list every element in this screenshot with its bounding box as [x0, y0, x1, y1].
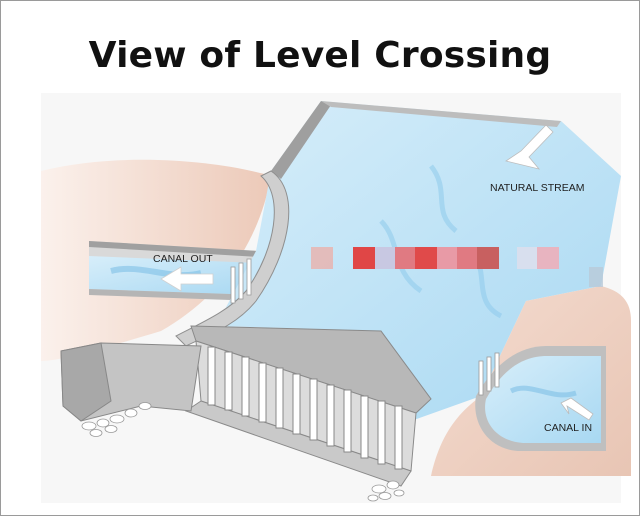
pixelated-redaction [311, 247, 603, 287]
left-guide-wall [175, 170, 290, 347]
barrage-piers [207, 346, 403, 470]
left-abutment-face [60, 342, 112, 422]
canal-in-regulator-piers [478, 352, 500, 396]
canal-in-arrow-icon [560, 397, 594, 421]
riprap-stones-left [81, 402, 152, 437]
natural-stream-label: NATURAL STREAM [490, 182, 585, 194]
slide-title: View of Level Crossing [88, 35, 552, 76]
canal-out-label: CANAL OUT [153, 253, 213, 265]
upstream-wall-left [271, 101, 331, 179]
canal-out-regulator-piers [230, 258, 252, 304]
canal-in-channel [475, 346, 606, 451]
riprap-stones-bottom [367, 480, 405, 502]
natural-stream-arrow-icon [505, 124, 554, 170]
upstream-wall-top [321, 101, 561, 127]
canal-out-arrow-icon [160, 266, 214, 292]
canal-in-label: CANAL IN [544, 422, 592, 434]
